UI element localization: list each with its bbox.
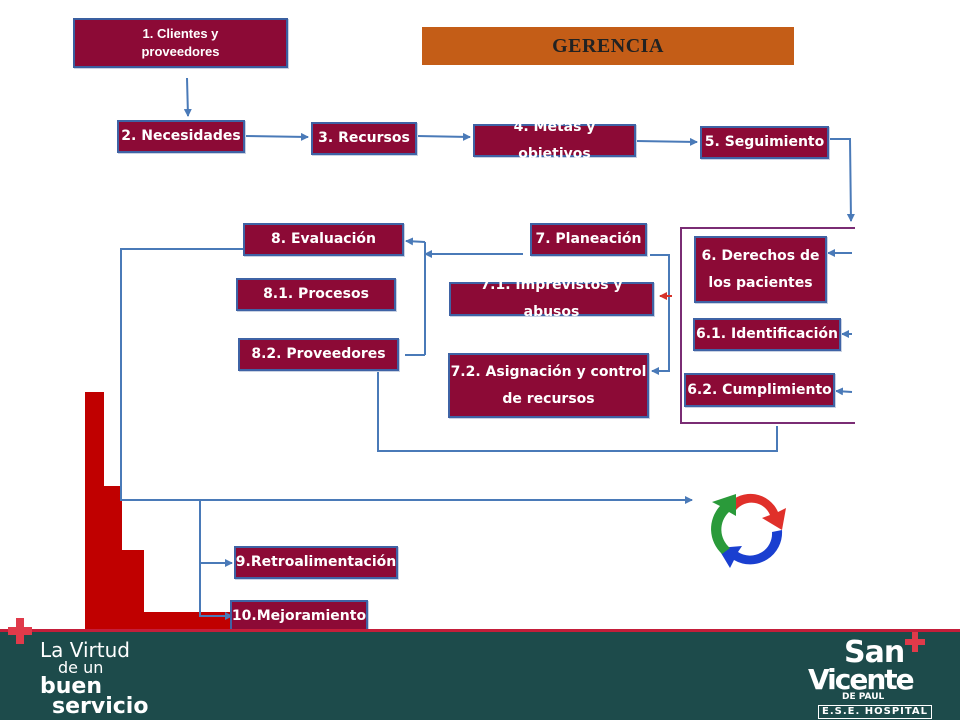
gerencia-banner: GERENCIA bbox=[422, 27, 794, 65]
step-5-monitoring: 5. Seguimiento bbox=[700, 126, 829, 159]
slogan-line-1: La Virtud bbox=[40, 638, 130, 662]
step-7-planning: 7. Planeación bbox=[530, 223, 647, 256]
branch-line bbox=[199, 500, 233, 620]
arrow-4-to-5 bbox=[635, 137, 698, 146]
slogan-line-4: servicio bbox=[52, 694, 149, 719]
logo-name-line-2: Vicente bbox=[808, 663, 915, 696]
arrow-1-to-2 bbox=[183, 77, 192, 117]
step-6-1-identification: 6.1. Identificación bbox=[693, 318, 841, 351]
recycle-cycle-icon bbox=[711, 493, 786, 568]
step-6-2-compliance: 6.2. Cumplimiento bbox=[684, 373, 835, 407]
step-1-label-line-1: 1. Clientes y bbox=[142, 25, 219, 41]
bracket-7-substeps bbox=[650, 254, 670, 375]
step-6-label-line-2: los pacientes bbox=[708, 274, 813, 291]
arrow-3-to-4 bbox=[416, 132, 471, 141]
logo-name-line-1: San bbox=[844, 635, 905, 670]
step-2-needs: 2. Necesidades bbox=[117, 120, 245, 153]
footer-banner: La Virtud de un buen servicio San Vicent… bbox=[0, 618, 960, 720]
plus-cross-icon-bar bbox=[8, 627, 32, 635]
bracket-8-substeps bbox=[405, 241, 426, 356]
footer-accent-line bbox=[0, 629, 960, 632]
step-8-1-processes: 8.1. Procesos bbox=[236, 278, 396, 311]
arrow-2-to-3 bbox=[244, 132, 309, 141]
slogan-line-3: buen bbox=[40, 674, 102, 699]
staircase-shape bbox=[85, 392, 232, 630]
logo-cross-icon-bar bbox=[905, 639, 925, 645]
step-6-patient-rights: 6. Derechos de los pacientes bbox=[694, 236, 827, 303]
feedback-line bbox=[120, 248, 693, 504]
step-1-clients-suppliers: 1. Clientes y proveedores bbox=[73, 18, 288, 68]
step-9-feedback: 9.Retroalimentación bbox=[234, 546, 398, 579]
cycle-red-arrow bbox=[728, 493, 786, 530]
arrow-5-to-6 bbox=[829, 138, 855, 222]
step-7-2-label-line-1: 7.2. Asignación y control bbox=[450, 363, 647, 380]
cycle-green-arrow bbox=[711, 494, 736, 554]
patient-rights-frame bbox=[680, 227, 855, 424]
step-6-label-line-1: 6. Derechos de bbox=[701, 247, 820, 264]
arrow-into-6-2 bbox=[835, 387, 853, 396]
step-7-2-resource-allocation: 7.2. Asignación y control de recursos bbox=[448, 353, 649, 418]
step-3-resources: 3. Recursos bbox=[311, 122, 417, 155]
step-8-2-suppliers: 8.2. Proveedores bbox=[238, 338, 399, 371]
step-1-label-line-2: proveedores bbox=[141, 44, 220, 59]
step-4-goals: 4. Metas y objetivos bbox=[473, 119, 636, 162]
cycle-blue-arrow bbox=[718, 530, 783, 568]
logo-sub-line-1: DE PAUL bbox=[842, 692, 885, 702]
step-8-evaluation: 8. Evaluación bbox=[243, 223, 404, 256]
logo-sub-line-2: E.S.E. HOSPITAL bbox=[818, 705, 933, 719]
step-7-1-contingencies: 7.1. Imprevistos y abusos bbox=[449, 277, 654, 320]
step-7-2-label-line-2: de recursos bbox=[502, 390, 595, 407]
return-line-6-to-8 bbox=[377, 372, 778, 452]
slogan-line-2: de un bbox=[58, 658, 104, 677]
